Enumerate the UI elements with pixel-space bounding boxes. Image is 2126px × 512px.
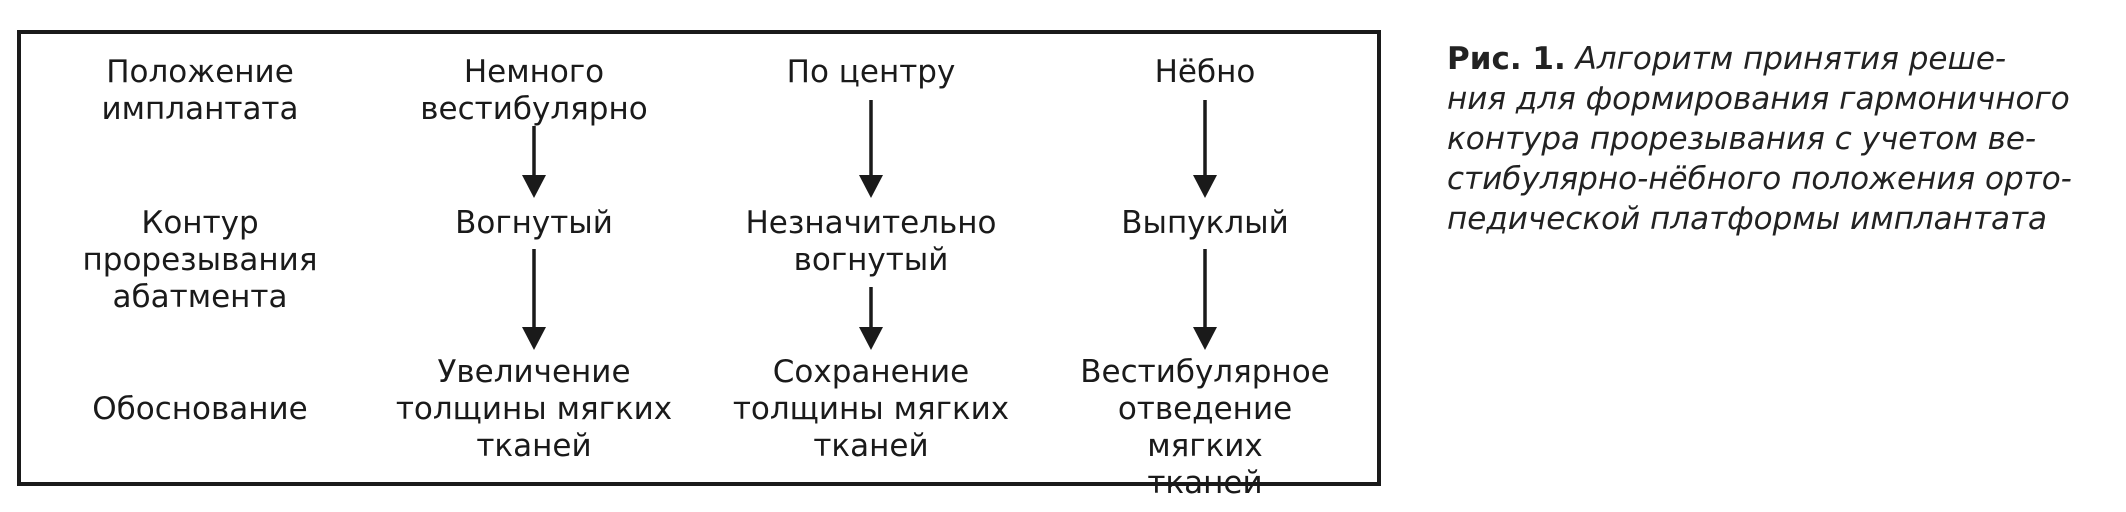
figure-caption: Рис. 1. Алгоритм принятия реше- ния для …: [1447, 39, 2087, 239]
arrow-col1-bottom: [522, 249, 546, 350]
arrow-col2-bottom: [859, 287, 883, 350]
col3-position: Нёбно: [1154, 54, 1256, 90]
col3-contour: Выпуклый: [1121, 205, 1289, 241]
col3-rationale: Вестибулярное отведение мягких тканей: [1080, 354, 1330, 501]
col1-rationale: Увеличение толщины мягких тканей: [395, 354, 673, 464]
arrow-col2-top: [859, 100, 883, 198]
arrow-col1-top: [522, 126, 546, 198]
caption-line-3: контура прорезывания с учетом ве-: [1447, 121, 2037, 157]
col1-contour: Вогнутый: [455, 205, 613, 241]
caption-line-5: педической платформы имплантата: [1447, 201, 2048, 237]
caption-line-1: Рис. 1. Алгоритм принятия реше-: [1447, 41, 2007, 77]
decision-diagram: Положение имплантата Контур прорезывания…: [17, 30, 1381, 501]
row-label-position: Положение имплантата: [101, 54, 299, 127]
col2-contour: Незначительно вогнутый: [745, 205, 997, 278]
row-label-contour: Контур прорезывания абатмента: [82, 205, 318, 315]
caption-line-4: стибулярно-нёбного положения орто-: [1447, 161, 2072, 197]
arrow-col3-bottom: [1193, 249, 1217, 350]
caption-label: Рис. 1.: [1447, 41, 1566, 77]
col2-position: По центру: [786, 54, 956, 90]
row-label-rationale: Обоснование: [92, 391, 308, 427]
arrow-col3-top: [1193, 100, 1217, 198]
caption-line-2: ния для формирования гармоничного: [1447, 81, 2070, 117]
col2-rationale: Сохранение толщины мягких тканей: [732, 354, 1010, 464]
col1-position: Немного вестибулярно: [420, 54, 648, 127]
arrows-layer: [522, 100, 1217, 350]
